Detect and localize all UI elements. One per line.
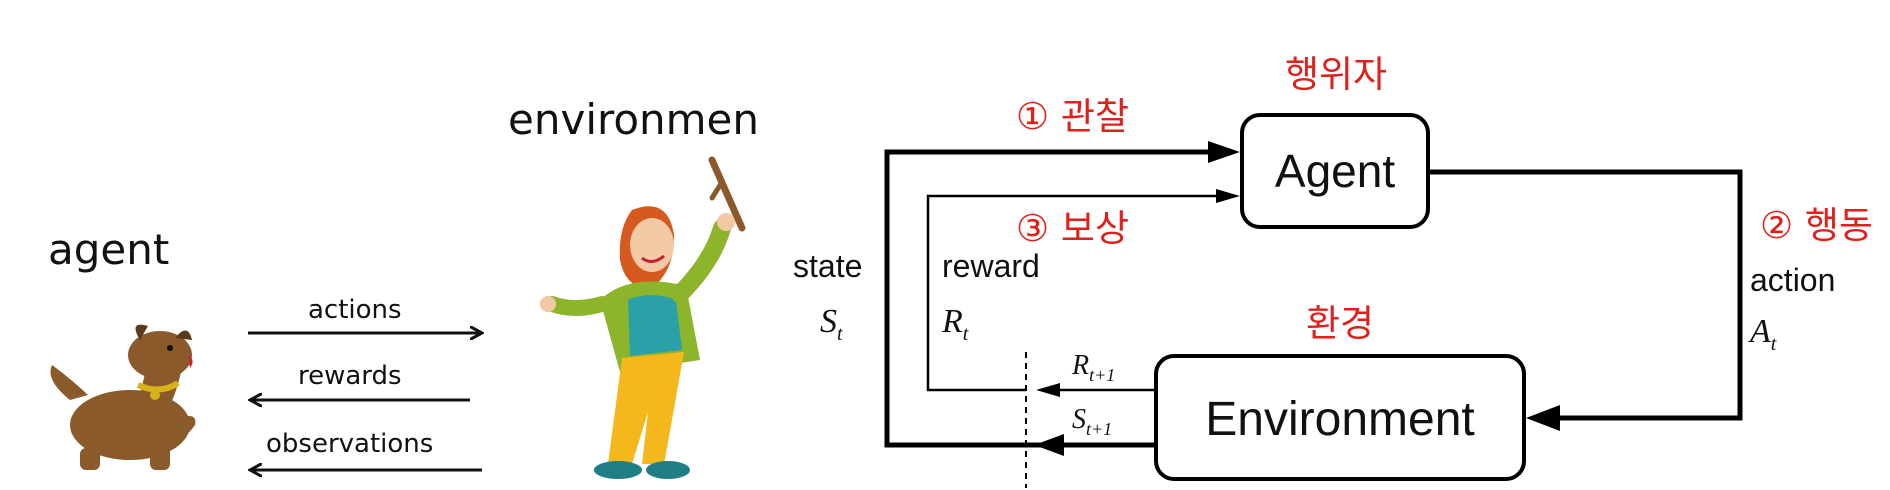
actions-label: actions bbox=[308, 295, 402, 325]
reward-arrow bbox=[926, 189, 1240, 392]
next-reward-symbol: Rt+1 bbox=[1071, 350, 1115, 385]
dog-icon bbox=[50, 324, 196, 470]
reward-annotation: ③ 보상 bbox=[1016, 207, 1129, 250]
observations-label: observations bbox=[266, 429, 433, 459]
state-label: state bbox=[793, 248, 862, 284]
environment-annotation: 환경 bbox=[1306, 302, 1374, 345]
rl-diagram: Agent Environment state St bbox=[793, 53, 1873, 488]
next-state-arrow bbox=[1034, 434, 1154, 456]
agent-label: agent bbox=[48, 225, 169, 274]
agent-box-label: Agent bbox=[1275, 145, 1395, 197]
reward-symbol: Rt bbox=[941, 303, 969, 345]
environment-box bbox=[1154, 354, 1526, 481]
actor-annotation: 행위자 bbox=[1285, 53, 1387, 96]
reward-label: reward bbox=[942, 248, 1040, 284]
next-reward-arrow bbox=[1036, 383, 1154, 397]
act-annotation: ② 행동 bbox=[1760, 204, 1873, 247]
rewards-label: rewards bbox=[298, 361, 402, 391]
action-symbol: At bbox=[1748, 313, 1777, 355]
observe-annotation: ① 관찰 bbox=[1016, 95, 1129, 138]
next-state-symbol: St+1 bbox=[1072, 404, 1112, 439]
left-illustration: agent environmen actions rewards bbox=[48, 95, 759, 479]
action-arrow bbox=[1428, 169, 1743, 431]
observations-arrow: observations bbox=[250, 429, 482, 470]
action-label: action bbox=[1750, 262, 1835, 298]
actions-arrow: actions bbox=[248, 295, 482, 333]
state-symbol: St bbox=[820, 303, 843, 345]
state-arrow bbox=[884, 141, 1240, 448]
rewards-arrow: rewards bbox=[250, 361, 470, 400]
environment-label: environmen bbox=[508, 95, 759, 144]
woman-icon bbox=[540, 156, 746, 479]
environment-box-label: Environment bbox=[1205, 393, 1474, 446]
